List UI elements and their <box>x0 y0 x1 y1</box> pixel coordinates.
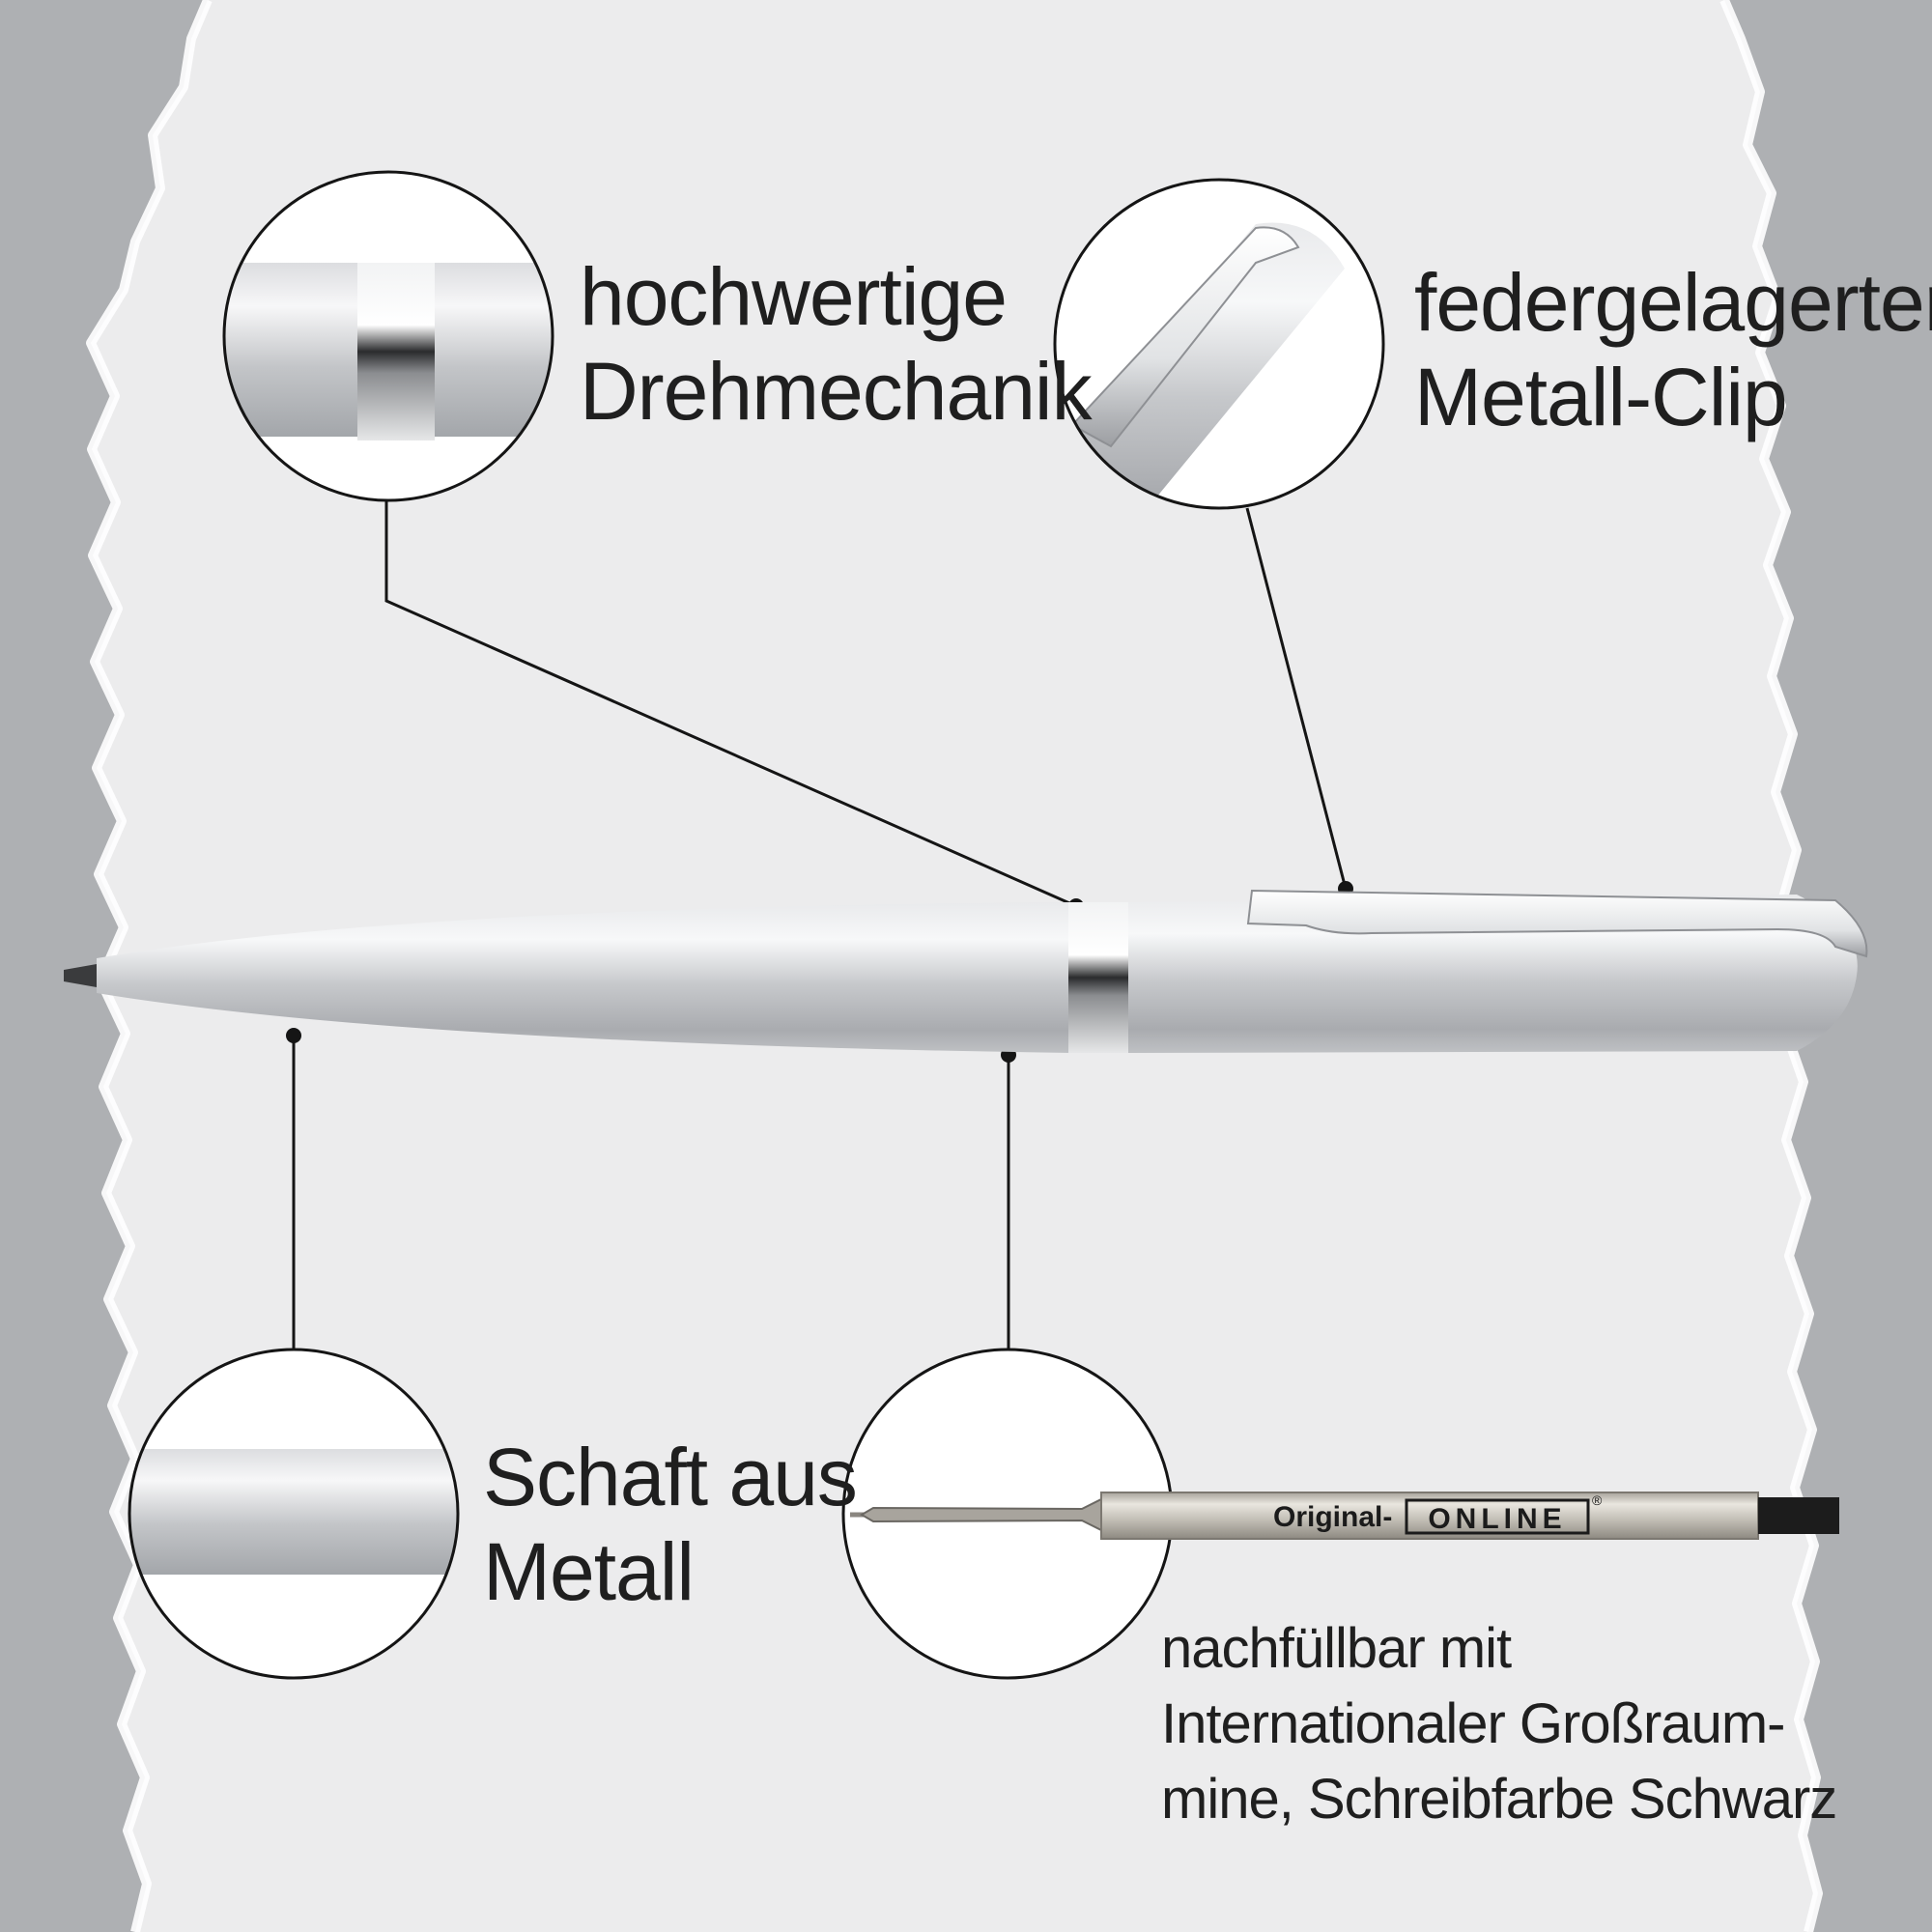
feature-refill-line-2: Internationaler Großraum- <box>1161 1692 1785 1755</box>
leader-line-mechanism <box>384 500 1077 908</box>
torn-paper-edge-left <box>86 0 213 1932</box>
pen-clip <box>1246 889 1868 958</box>
pen-tip <box>64 964 97 987</box>
leader-line-clip <box>1245 507 1348 890</box>
feature-mechanism-line-1: hochwertige <box>580 251 1008 342</box>
refill-cartridge: Original- ONLINE ® <box>860 1492 1839 1540</box>
zoom-mechanism-ring <box>357 263 435 440</box>
dot-shaft <box>286 1028 301 1043</box>
zoom-clip-bar <box>1070 226 1300 448</box>
refill-print-prefix: Original- <box>1273 1501 1392 1533</box>
pen-center-ring <box>1068 902 1132 1053</box>
refill-end-cap <box>1758 1497 1839 1534</box>
feature-clip-line-1: federgelagerter <box>1414 257 1932 348</box>
feature-clip-line-2: Metall-Clip <box>1414 352 1788 442</box>
feature-refill-line-3: mine, Schreibfarbe Schwarz <box>1161 1768 1837 1831</box>
pen-cap <box>1128 895 1858 1053</box>
feature-shaft-line-2: Metall <box>483 1526 695 1617</box>
feature-shaft-line-1: Schaft aus <box>483 1432 858 1522</box>
feature-label-shaft: Schaft aus Metall <box>483 1430 858 1619</box>
feature-label-mechanism: hochwertige Drehmechanik <box>580 249 1093 439</box>
leader-lines <box>292 500 1348 1350</box>
zoom-circle-mechanism <box>222 170 554 502</box>
feature-label-clip: federgelagerter Metall-Clip <box>1414 255 1932 444</box>
refill-print-brand: ONLINE <box>1428 1503 1566 1535</box>
refill-brand-box <box>1405 1498 1590 1535</box>
zoom-circle-shaft <box>128 1348 460 1680</box>
ballpoint-pen <box>64 889 1868 1053</box>
refill-print-mark: ® <box>1592 1492 1603 1508</box>
feature-mechanism-line-2: Drehmechanik <box>580 346 1093 437</box>
zoom-shaft-band <box>129 1449 458 1575</box>
pen-barrel <box>97 902 1072 1053</box>
feature-label-refill: nachfüllbar mit Internationaler Großraum… <box>1161 1611 1837 1837</box>
feature-refill-line-1: nachfüllbar mit <box>1161 1617 1512 1680</box>
